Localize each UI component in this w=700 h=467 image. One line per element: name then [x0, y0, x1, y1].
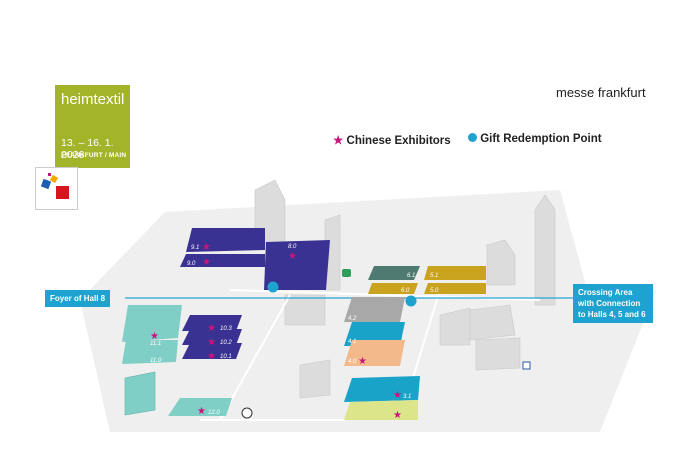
train-icon — [241, 407, 253, 419]
legend-chinese-label: Chinese Exhibitors — [346, 135, 451, 147]
star-icon: ★ — [207, 351, 216, 362]
hall-9-0[interactable] — [180, 254, 265, 267]
hall-8-0[interactable] — [264, 240, 330, 290]
star-icon: ★ — [207, 337, 216, 348]
label-6-0: 6.0 — [401, 288, 410, 294]
hall-11-1[interactable] — [122, 305, 182, 342]
hall-5-0[interactable] — [424, 283, 486, 294]
legend-gift-label: Gift Redemption Point — [480, 133, 602, 145]
hall-4-0[interactable] — [344, 340, 405, 366]
hall-3-1[interactable] — [344, 376, 420, 402]
messe-frankfurt-brand: messe frankfurt — [556, 85, 646, 100]
legend-gift: Gift Redemption Point — [468, 133, 602, 145]
label-8-0: 8.0 — [288, 244, 297, 250]
label-9-0: 9.0 — [187, 261, 196, 267]
star-icon: ★ — [393, 410, 402, 421]
star-icon: ★ — [202, 257, 211, 268]
hall-10-2[interactable] — [182, 329, 242, 345]
heimtextil-logo: heimtextil 13. – 16. 1. 2026 FRANKFURT /… — [55, 85, 130, 168]
parking-icon — [522, 361, 531, 370]
star-icon: ★ — [393, 390, 402, 401]
hall-4-2[interactable] — [344, 297, 405, 322]
hall-10-3[interactable] — [182, 315, 242, 331]
logo-city: FRANKFURT / MAIN — [61, 152, 127, 159]
label-5-1: 5.1 — [430, 273, 438, 279]
halls — [122, 228, 486, 420]
label-3-1: 3.1 — [403, 394, 411, 400]
gift-point-icon — [468, 133, 477, 142]
label-10-1: 10.1 — [220, 354, 232, 360]
hall-9-1[interactable] — [186, 228, 265, 252]
callout-foyer-hall-8: Foyer of Hall 8 — [45, 290, 111, 307]
gift-point-icon[interactable] — [267, 281, 279, 293]
label-6-1: 6.1 — [407, 273, 415, 279]
logo-dates: 13. – 16. 1. 2026 — [61, 137, 114, 161]
star-icon: ★ — [333, 135, 344, 147]
hall-12-0[interactable] — [168, 398, 232, 416]
gift-point-icon[interactable] — [405, 295, 417, 307]
label-11-0: 11.0 — [150, 358, 162, 364]
hall-6-1[interactable] — [368, 266, 420, 280]
callout-crossing-area: Crossing Area with Connection to Halls 4… — [573, 284, 653, 323]
star-icon: ★ — [150, 331, 159, 342]
star-icon: ★ — [288, 251, 297, 262]
label-10-3: 10.3 — [220, 326, 232, 332]
label-5-0: 5.0 — [430, 288, 439, 294]
label-11-1: 11.1 — [150, 341, 161, 347]
hall-labels: 9.1 9.0 8.0 6.1 6.0 5.1 5.0 4.2 4.1 4.0 … — [150, 244, 439, 416]
label-4-0: 4.0 — [348, 359, 357, 365]
buildings — [124, 179, 556, 416]
station-icon — [342, 269, 351, 277]
star-icon: ★ — [358, 356, 367, 367]
label-4-2: 4.2 — [348, 316, 357, 322]
label-10-2: 10.2 — [220, 340, 232, 346]
legend-chinese: ★ Chinese Exhibitors — [333, 133, 451, 147]
hall-3-0[interactable] — [344, 400, 418, 420]
logo-name: heimtextil — [61, 91, 125, 108]
chinese-exhibitor-stars: ★ ★ ★ ★ ★ ★ ★ ★ ★ ★ ★ — [150, 242, 402, 421]
hall-5-1[interactable] — [424, 266, 486, 280]
label-4-1: 4.1 — [348, 339, 356, 345]
hall-6-0[interactable] — [368, 283, 418, 294]
label-9-1: 9.1 — [191, 245, 199, 251]
star-icon: ★ — [202, 242, 211, 253]
hall-10-1[interactable] — [182, 343, 242, 359]
hall-11-0[interactable] — [122, 340, 178, 364]
label-12-0: 12.0 — [208, 410, 220, 416]
star-icon: ★ — [207, 323, 216, 334]
ground-cutout — [560, 190, 690, 300]
star-icon: ★ — [197, 406, 206, 417]
messe-frankfurt-mark-icon — [35, 167, 78, 210]
